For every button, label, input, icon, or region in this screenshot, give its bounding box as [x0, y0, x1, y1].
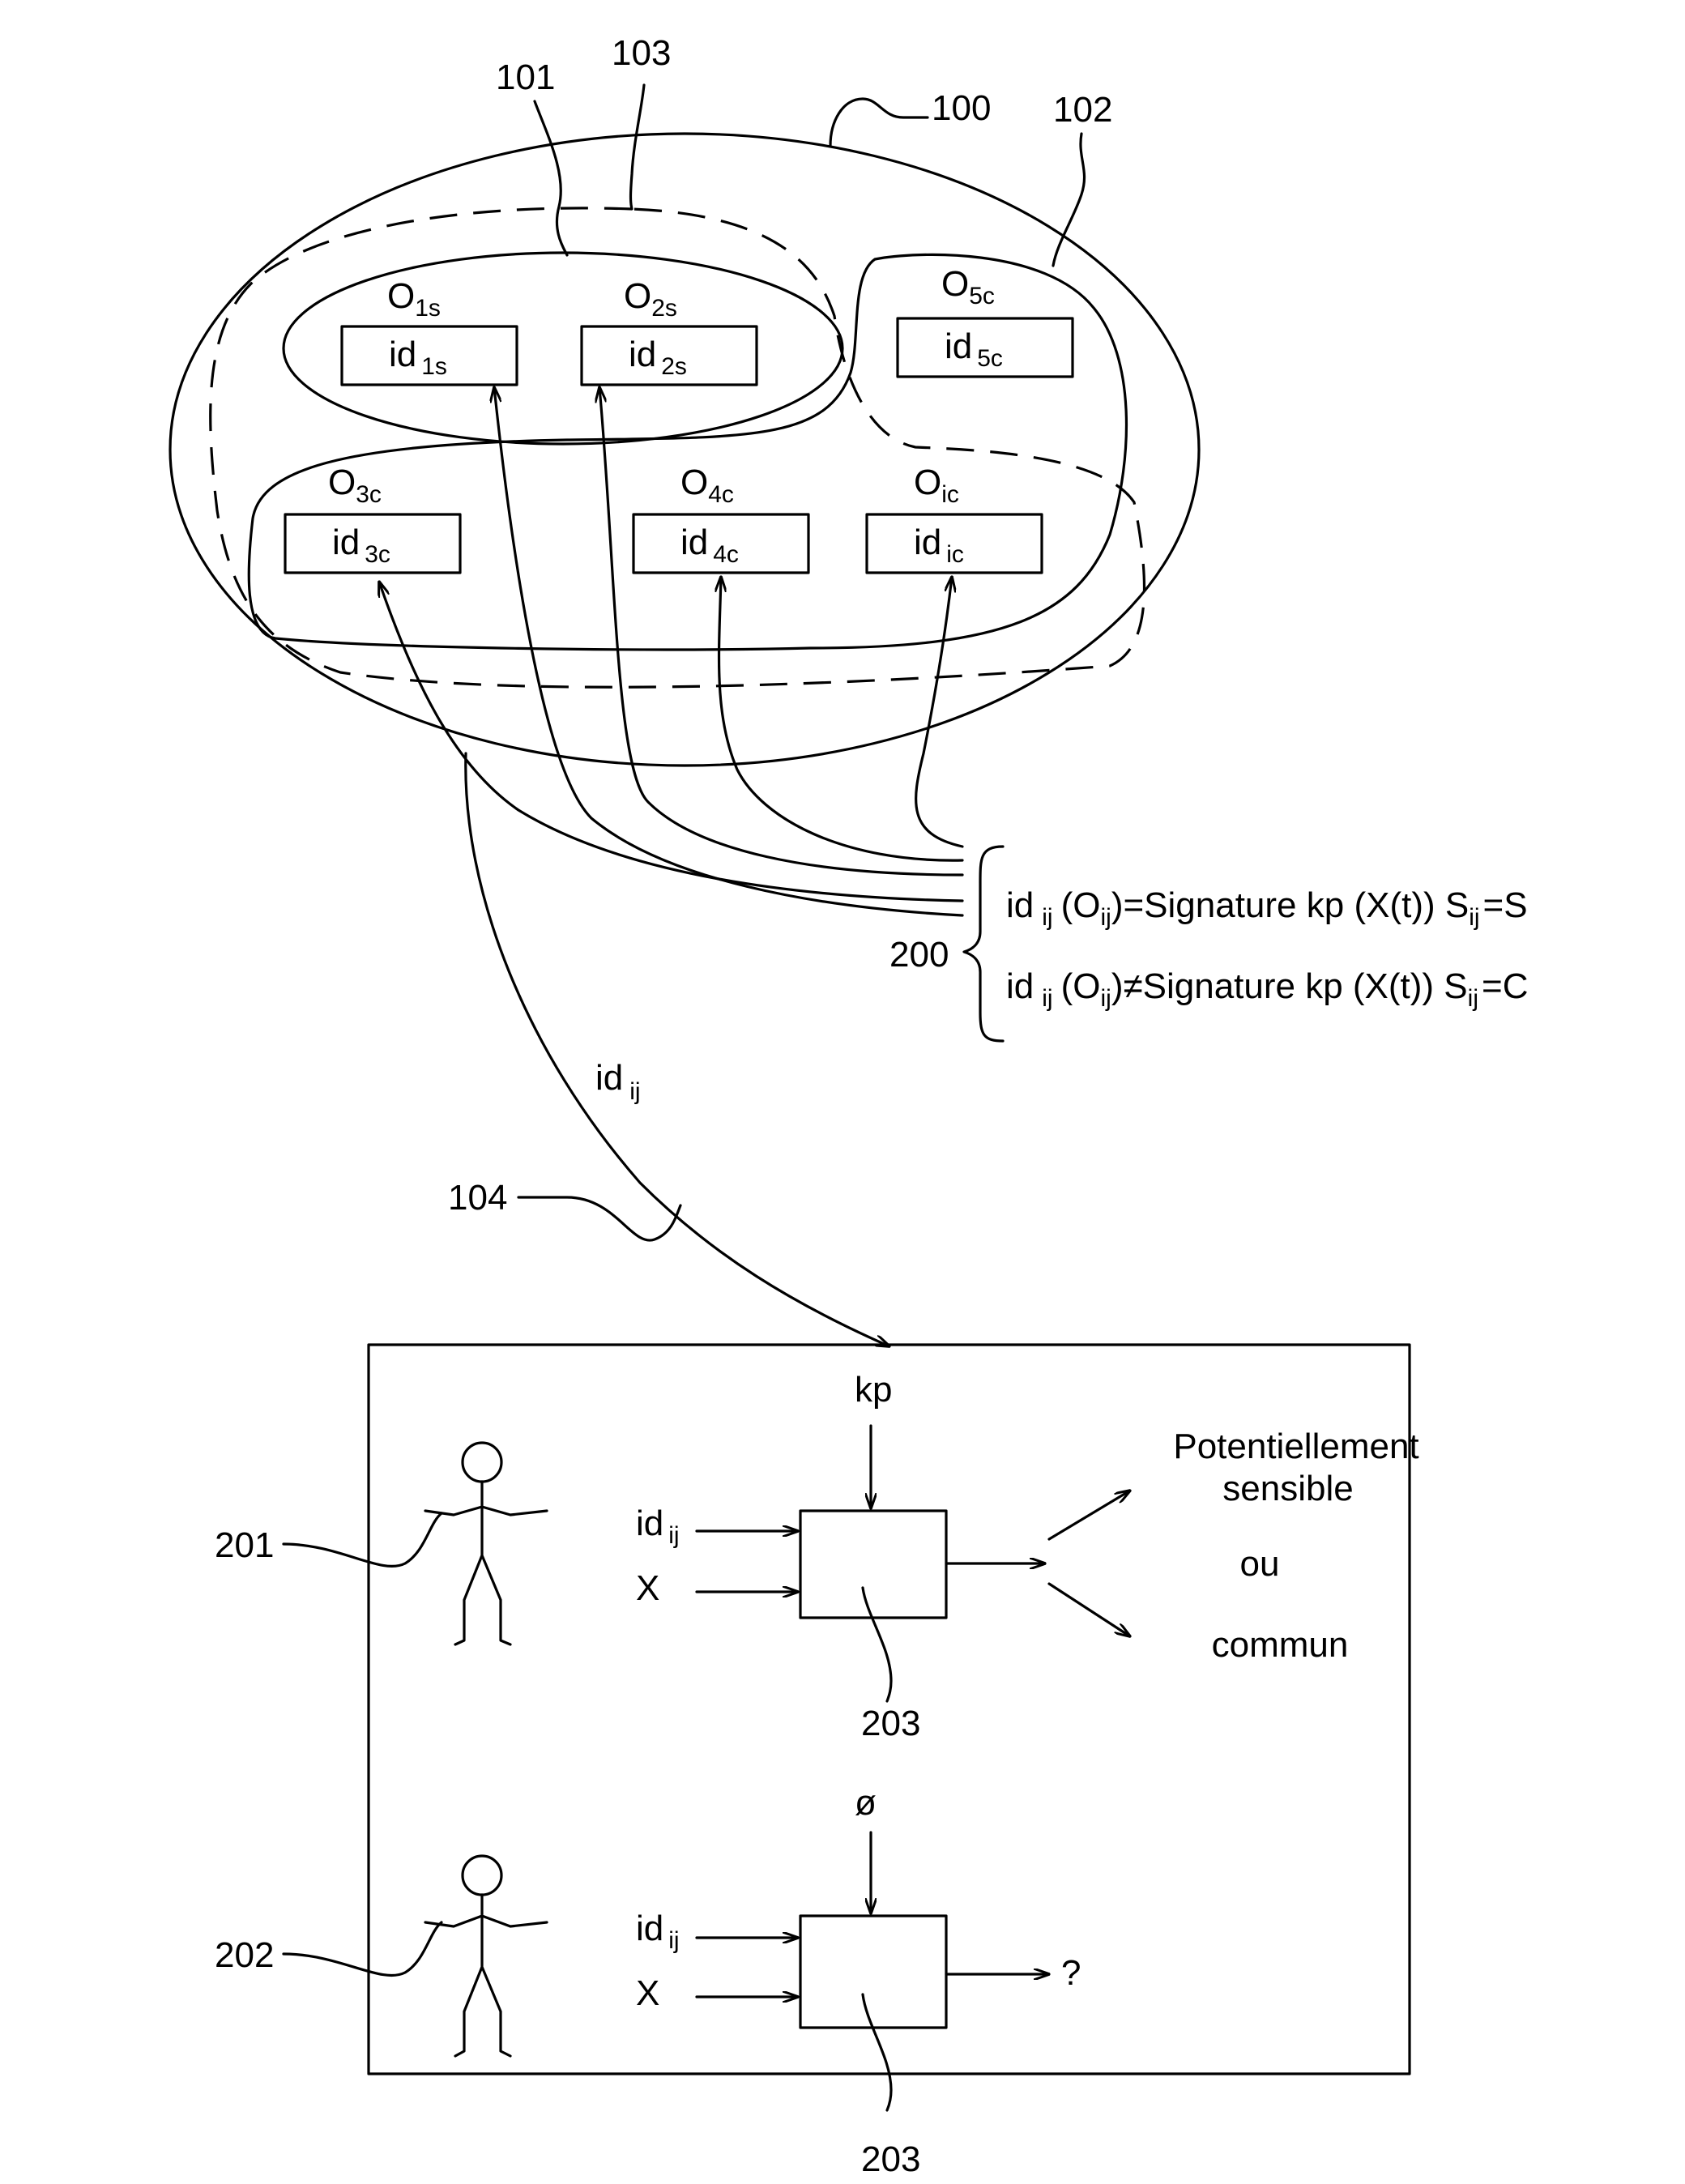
- leader-103: [631, 85, 645, 209]
- svg-text:O1s: O1s: [387, 276, 441, 322]
- object-o3c: O3c id3c: [285, 463, 460, 573]
- svg-text:Oic: Oic: [914, 463, 959, 508]
- signature-arrow-4c: [719, 577, 962, 860]
- leader-101: [535, 101, 567, 255]
- object-subscript: 3c: [356, 481, 382, 508]
- signature-box-203-top: [800, 1511, 946, 1618]
- object-o4c: O4c id4c: [633, 463, 808, 573]
- ref-200: 200: [889, 935, 949, 975]
- transmission-label: idij: [595, 1058, 641, 1105]
- key-empty-label: ø: [855, 1783, 877, 1823]
- equation-line-1: idij(Oij)=Signature kp (X(t)) Sij=S: [1006, 885, 1528, 931]
- signature-arrow-ic: [916, 577, 962, 847]
- object-o5c: O5c id5c: [898, 264, 1073, 377]
- svg-text:id2s: id2s: [629, 335, 687, 380]
- object-o2s: O2s id2s: [582, 276, 757, 385]
- id-subscript: 4c: [713, 541, 739, 568]
- set-103-dashed-outline: [211, 208, 1145, 687]
- object-label: O: [914, 463, 941, 502]
- object-oic: Oic idic: [867, 463, 1042, 573]
- object-subscript: ic: [941, 481, 959, 508]
- svg-text:O5c: O5c: [941, 264, 995, 309]
- id-label: id: [332, 523, 360, 562]
- ref-201: 201: [215, 1525, 274, 1565]
- ref-202: 202: [215, 1935, 274, 1975]
- object-label: O: [624, 276, 651, 316]
- ref-102: 102: [1053, 90, 1112, 130]
- leader-203-bottom: [863, 1994, 891, 2110]
- output-or-label: ou: [1240, 1544, 1280, 1584]
- object-label: O: [328, 463, 356, 502]
- svg-text:id1s: id1s: [389, 335, 447, 380]
- id-label: id: [945, 326, 972, 366]
- id-subscript: 1s: [421, 353, 447, 380]
- svg-text:O3c: O3c: [328, 463, 382, 508]
- ref-101: 101: [496, 58, 555, 97]
- svg-text:O4c: O4c: [680, 463, 734, 508]
- id-subscript: 5c: [977, 345, 1003, 372]
- equation-line-2: idij(Oij)≠Signature kp (X(t)) Sij=C: [1006, 966, 1528, 1012]
- object-subscript: 4c: [708, 481, 734, 508]
- leader-100: [830, 99, 928, 146]
- output-unknown-label: ?: [1061, 1953, 1081, 1993]
- set-101-ellipse: [284, 253, 842, 444]
- key-kp-label: kp: [855, 1370, 892, 1410]
- signature-box-203-bottom: [800, 1916, 946, 2028]
- svg-text:id4c: id4c: [680, 523, 739, 568]
- id-subscript: 3c: [365, 541, 390, 568]
- leader-203-top: [863, 1588, 891, 1701]
- object-label: O: [941, 264, 969, 304]
- id-label: id: [680, 523, 708, 562]
- output-common-label: commun: [1212, 1625, 1349, 1665]
- input-x-label: X: [636, 1568, 659, 1608]
- input-id-label-bottom: idij: [636, 1909, 680, 1954]
- svg-text:O2s: O2s: [624, 276, 677, 322]
- stick-figure-202: [425, 1856, 547, 2056]
- ref-104: 104: [448, 1178, 507, 1218]
- id-subscript: 2s: [661, 353, 687, 380]
- transmission-arrow: [466, 753, 889, 1346]
- leader-104: [518, 1197, 680, 1240]
- object-subscript: 2s: [651, 295, 677, 322]
- output-sensitive-label: sensible: [1222, 1469, 1353, 1508]
- object-subscript: 5c: [969, 283, 995, 309]
- output-arrow-sensitive: [1049, 1491, 1130, 1539]
- object-o1s: O1s id1s: [342, 276, 517, 385]
- ref-100: 100: [932, 88, 991, 128]
- output-arrow-common: [1049, 1584, 1130, 1636]
- signature-arrow-2s: [599, 387, 962, 875]
- ref-203-top: 203: [861, 1704, 920, 1743]
- input-id-label: idij: [636, 1504, 680, 1549]
- signature-arrow-1s: [494, 387, 962, 915]
- ref-203-bottom: 203: [861, 2139, 920, 2179]
- leader-201: [284, 1513, 442, 1566]
- object-label: O: [387, 276, 415, 316]
- id-label: id: [914, 523, 941, 562]
- input-x-label-bottom: X: [636, 1973, 659, 2013]
- brace-200: [964, 847, 1003, 1041]
- object-label: O: [680, 463, 708, 502]
- output-potentially-label: Potentiellement: [1173, 1427, 1418, 1466]
- id-label: id: [389, 335, 416, 374]
- id-subscript: ic: [946, 541, 964, 568]
- stick-figure-201: [425, 1443, 547, 1644]
- leader-202: [284, 1922, 442, 1976]
- ref-103: 103: [612, 33, 671, 73]
- svg-text:id3c: id3c: [332, 523, 390, 568]
- object-subscript: 1s: [415, 295, 441, 322]
- svg-text:id5c: id5c: [945, 326, 1003, 372]
- svg-text:idic: idic: [914, 523, 964, 568]
- id-label: id: [629, 335, 656, 374]
